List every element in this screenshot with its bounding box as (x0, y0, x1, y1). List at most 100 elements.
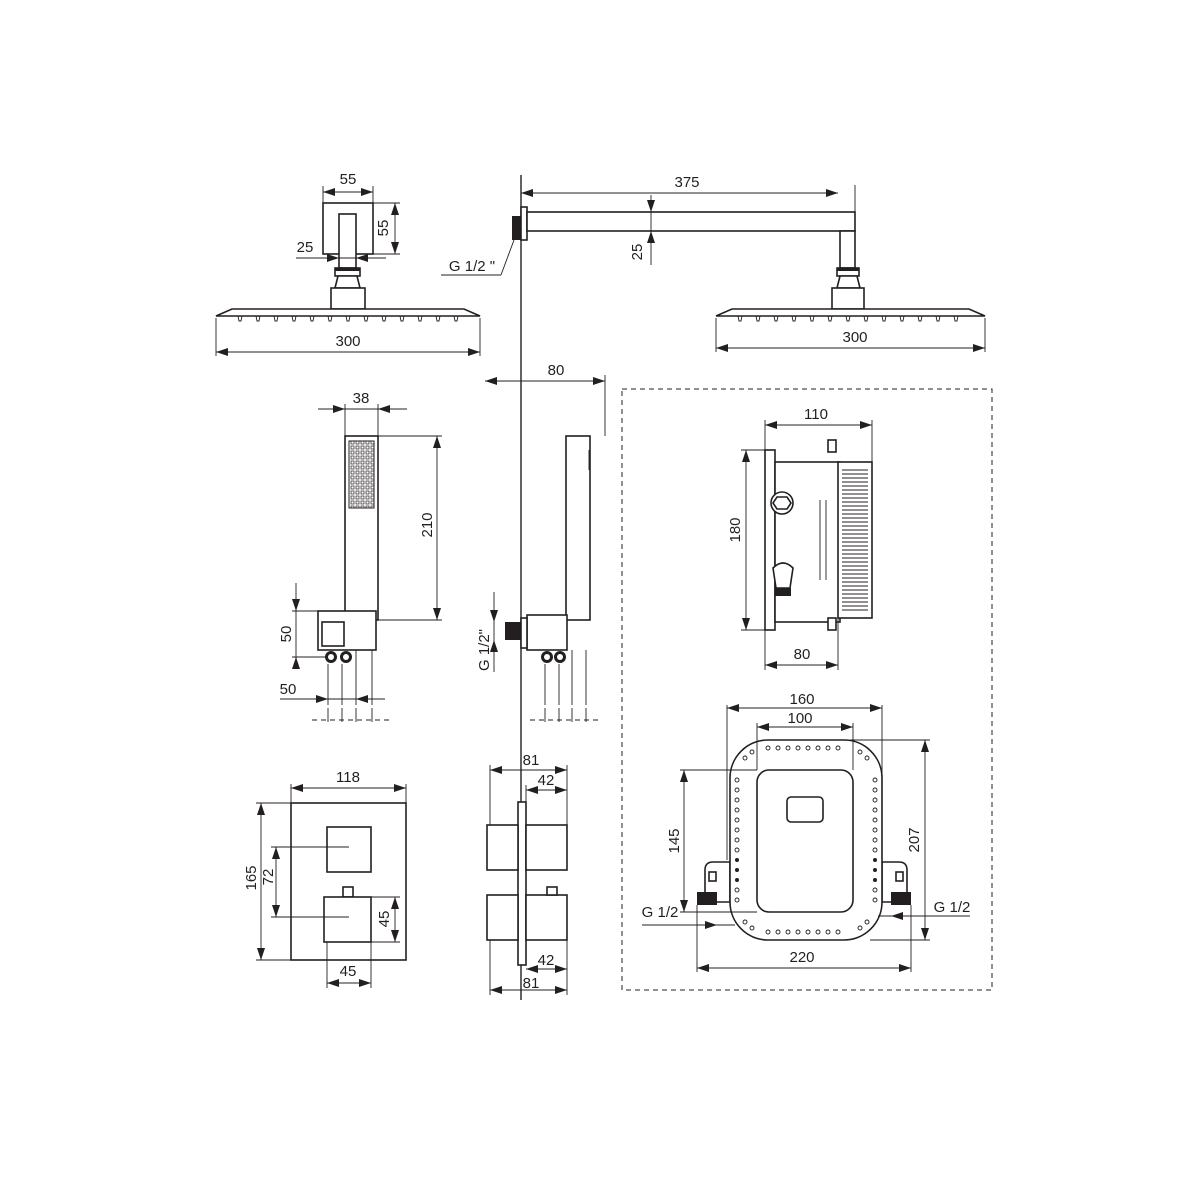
hole (734, 827, 740, 833)
dim-holder-height: 50 (278, 626, 295, 643)
nozzle (291, 315, 297, 322)
dim-valve-width: 110 (804, 406, 828, 423)
dim-frame-inner-height: 145 (666, 828, 683, 853)
nozzle (953, 315, 959, 322)
label-thread-left: G 1/2 (642, 904, 679, 921)
dim-bracket-width: 55 (340, 171, 357, 188)
hole (873, 868, 877, 872)
nozzle (309, 315, 315, 322)
dim-plate-height: 165 (243, 865, 260, 890)
hole (795, 745, 801, 751)
hole (785, 745, 791, 751)
hole (872, 887, 878, 893)
hole (734, 797, 740, 803)
hole (734, 817, 740, 823)
nozzle-row (237, 315, 459, 322)
hole (835, 745, 841, 751)
nozzle (327, 315, 333, 322)
hole (835, 929, 841, 935)
hole (872, 827, 878, 833)
hole (734, 807, 740, 813)
nozzle (237, 315, 243, 322)
hole (872, 817, 878, 823)
hole (873, 878, 877, 882)
thermostat-side-view: 81 42 42 81 (486, 752, 568, 995)
hole (825, 929, 831, 935)
nozzle (453, 315, 459, 322)
hole (765, 745, 771, 751)
nozzle (827, 315, 833, 322)
nozzle (381, 315, 387, 322)
hole (734, 777, 740, 783)
hole (735, 858, 739, 862)
hole (815, 929, 821, 935)
nozzle (791, 315, 797, 322)
valve-box-view: 110 180 80 (727, 406, 873, 670)
nozzle (273, 315, 279, 322)
nozzle (755, 315, 761, 322)
hole (735, 878, 739, 882)
dim-frame-outer-width: 160 (789, 691, 814, 708)
hand-shower-front-view: 38 210 50 50 (278, 390, 442, 722)
nozzle (881, 315, 887, 322)
hole (872, 807, 878, 813)
hole (765, 929, 771, 935)
hole (872, 777, 878, 783)
dim-frame-outer-height: 207 (906, 827, 923, 852)
hole (857, 925, 863, 931)
nozzle (809, 315, 815, 322)
hole (785, 929, 791, 935)
hole (775, 745, 781, 751)
nozzle (899, 315, 905, 322)
dim-valve-depth: 80 (794, 646, 811, 663)
dim-hand-shower-width: 38 (353, 390, 370, 407)
dim-arm-width: 25 (297, 239, 314, 256)
dim-holder-offset: 50 (280, 681, 297, 698)
label-thread-arm: G 1/2 " (449, 258, 495, 275)
label-thread-hand-shower: G 1/2" (476, 629, 493, 671)
hole (775, 929, 781, 935)
hole (825, 745, 831, 751)
hole (872, 897, 878, 903)
dim-plate-width: 118 (336, 769, 360, 786)
hole (872, 837, 878, 843)
thermostat-front-view: 118 165 72 45 45 (243, 769, 407, 988)
dim-head-width-front: 300 (335, 333, 360, 350)
label-thread-right: G 1/2 (934, 899, 971, 916)
nozzle-row (737, 315, 959, 322)
nozzle (917, 315, 923, 322)
dim-knob-height: 45 (376, 911, 393, 928)
hand-shower-side-view: 80 G 1/2" (476, 362, 606, 722)
hole (795, 929, 801, 935)
nozzle (435, 315, 441, 322)
hole (742, 919, 748, 925)
hole (872, 787, 878, 793)
overhead-shower-side-view: 375 25 G 1/2 " 300 (441, 174, 986, 352)
dim-head-width-side: 300 (842, 329, 867, 346)
dim-bottom-depth-total: 81 (523, 975, 540, 992)
mounting-frame-view: 160 100 145 207 G 1/2 G 1/2 220 (642, 691, 971, 972)
hole (805, 929, 811, 935)
dim-top-depth-total: 81 (523, 752, 540, 769)
hole (872, 797, 878, 803)
hole (749, 749, 755, 755)
hole (734, 897, 740, 903)
nozzle (773, 315, 779, 322)
dim-valve-height: 180 (727, 517, 744, 542)
nozzle (399, 315, 405, 322)
dim-bracket-height: 55 (375, 220, 392, 237)
nozzle (845, 315, 851, 322)
dim-hand-shower-depth: 80 (548, 362, 565, 379)
nozzle (417, 315, 423, 322)
nozzle (737, 315, 743, 322)
valve-ribs (842, 469, 868, 611)
hole (734, 847, 740, 853)
nozzle (363, 315, 369, 322)
hole (872, 847, 878, 853)
hole (735, 868, 739, 872)
hole (864, 919, 870, 925)
dim-arm-height: 25 (629, 244, 646, 261)
dim-knob-width: 45 (340, 963, 357, 980)
